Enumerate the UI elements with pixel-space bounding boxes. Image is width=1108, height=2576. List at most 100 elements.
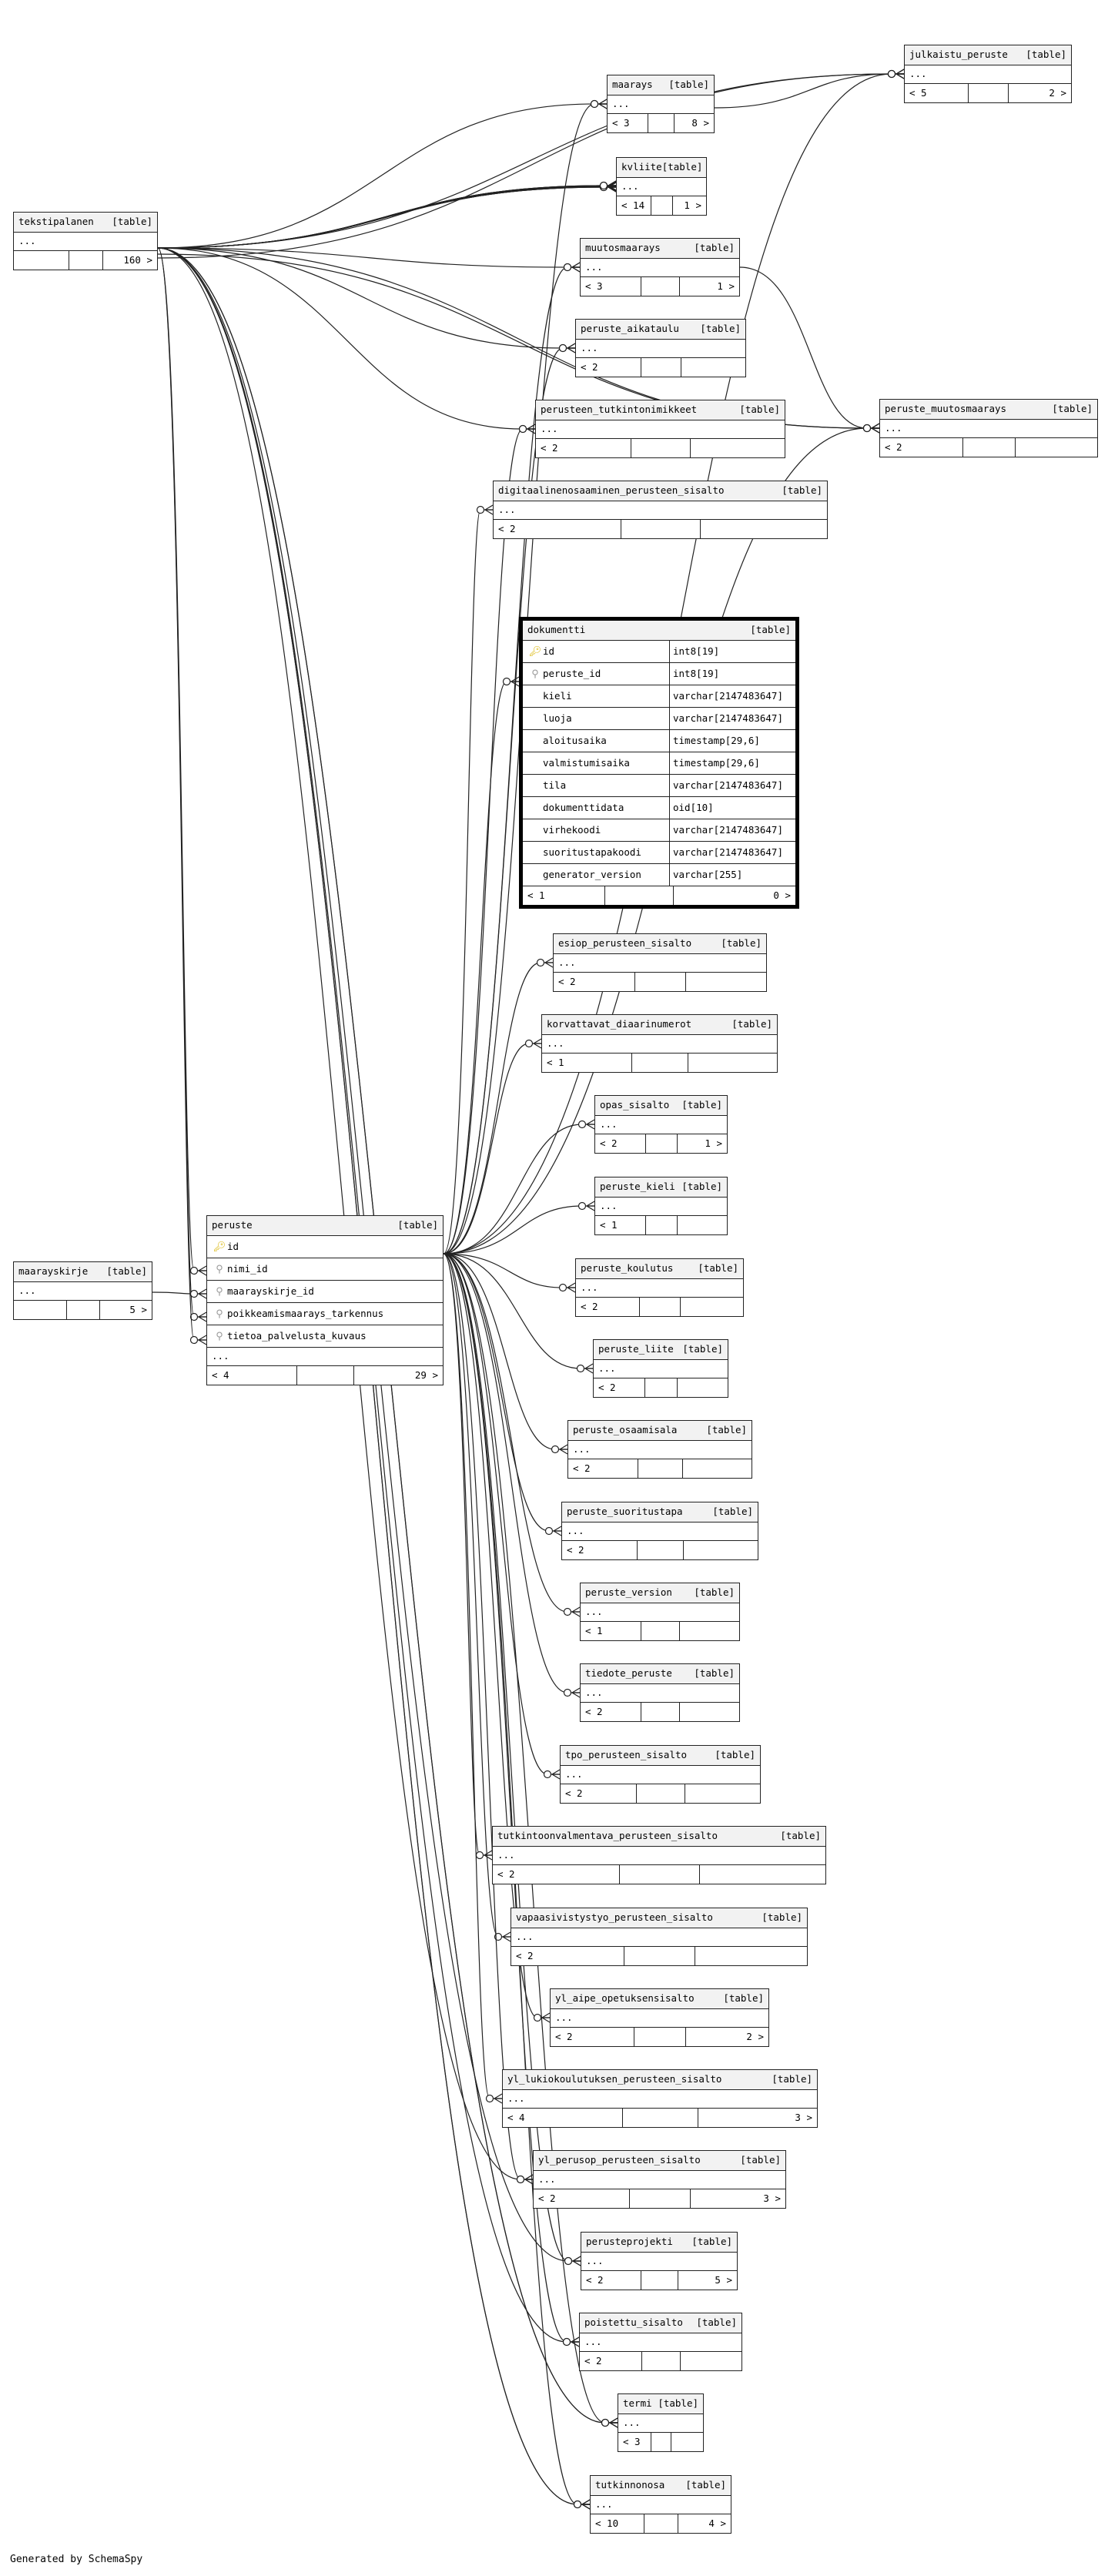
table-tiedote-peruste[interactable]: tiedote_peruste[table]...< 2 xyxy=(580,1663,740,1722)
child-count[interactable] xyxy=(700,520,827,538)
parent-count[interactable]: < 5 xyxy=(909,86,927,99)
table-tekstipalanen[interactable]: tekstipalanen[table]...160 > xyxy=(13,212,158,270)
parent-count[interactable]: < 2 xyxy=(558,975,576,987)
child-count[interactable] xyxy=(1014,438,1097,457)
relationship-edge xyxy=(443,1253,580,1693)
table-peruste-muutosmaarays[interactable]: peruste_muutosmaarays[table]...< 2 xyxy=(879,399,1098,457)
child-count[interactable] xyxy=(690,439,785,457)
child-count[interactable]: 4 > xyxy=(677,2514,731,2533)
table-termi[interactable]: termi[table]...< 3 xyxy=(618,2393,704,2452)
child-count[interactable] xyxy=(695,1947,807,1965)
child-count[interactable]: 2 > xyxy=(685,2028,768,2046)
table-vapaasivistystyo-perusteen-sisalto[interactable]: vapaasivistystyo_perusteen_sisalto[table… xyxy=(510,1908,808,1966)
parent-count[interactable]: < 4 xyxy=(212,1368,229,1381)
child-count[interactable]: 3 > xyxy=(697,2109,817,2127)
parent-count[interactable] xyxy=(14,1301,66,1319)
table-tpo-perusteen-sisalto[interactable]: tpo_perusteen_sisalto[table]...< 2 xyxy=(560,1745,761,1804)
table-perusteen-tutkintonimikkeet[interactable]: perusteen_tutkintonimikkeet[table]...< 2 xyxy=(535,400,785,458)
table-peruste-version[interactable]: peruste_version[table]...< 1 xyxy=(580,1583,740,1641)
table-peruste-suoritustapa[interactable]: peruste_suoritustapa[table]...< 2 xyxy=(561,1502,758,1560)
table-korvattavat-diaarinumerot[interactable]: korvattavat_diaarinumerot[table]...< 1 xyxy=(541,1014,778,1073)
parent-count[interactable]: < 1 xyxy=(527,889,545,901)
table-digitaalinenosaaminen-perusteen-sisalto[interactable]: digitaalinenosaaminen_perusteen_sisalto[… xyxy=(493,481,828,539)
child-count[interactable]: 160 > xyxy=(102,251,157,270)
parent-count[interactable]: < 1 xyxy=(547,1056,564,1068)
child-count[interactable] xyxy=(676,1378,728,1397)
parent-count[interactable]: < 2 xyxy=(497,1868,515,1880)
child-count[interactable]: 1 > xyxy=(671,196,706,215)
table-peruste-osaamisala[interactable]: peruste_osaamisala[table]...< 2 xyxy=(567,1420,752,1479)
parent-count[interactable]: < 2 xyxy=(555,2030,573,2042)
child-count[interactable]: 5 > xyxy=(678,2271,737,2290)
parent-count[interactable]: < 2 xyxy=(598,1381,616,1393)
parent-count[interactable]: < 10 xyxy=(595,2517,619,2529)
parent-count[interactable]: < 2 xyxy=(585,1705,603,1717)
table-tutkintoonvalmentava-perusteen-sisalto[interactable]: tutkintoonvalmentava_perusteen_sisalto[t… xyxy=(492,1826,826,1884)
table-peruste-kieli[interactable]: peruste_kieli[table]...< 1 xyxy=(594,1177,728,1235)
child-count[interactable] xyxy=(684,1784,760,1803)
table-peruste[interactable]: peruste[table] 🔑︎id ⚲nimi_id ⚲maarayskir… xyxy=(206,1215,444,1385)
child-count[interactable]: 2 > xyxy=(1007,84,1071,102)
parent-count[interactable]: < 2 xyxy=(516,1949,534,1961)
table-name: dokumentti xyxy=(527,624,586,636)
parent-count[interactable]: < 1 xyxy=(600,1218,618,1231)
table-esiop-perusteen-sisalto[interactable]: esiop_perusteen_sisalto[table]...< 2 xyxy=(553,933,767,992)
child-count[interactable] xyxy=(678,1622,739,1640)
parent-count[interactable]: < 2 xyxy=(885,440,902,453)
parent-count[interactable]: < 3 xyxy=(612,116,630,129)
parent-count[interactable] xyxy=(14,251,69,270)
parent-count[interactable]: < 2 xyxy=(573,1462,591,1474)
table-poistettu-sisalto[interactable]: poistettu_sisalto[table]...< 2 xyxy=(579,2313,742,2371)
parent-count[interactable]: < 2 xyxy=(541,441,558,454)
child-count[interactable]: 0 > xyxy=(672,886,795,905)
child-count[interactable] xyxy=(679,1298,743,1316)
child-count[interactable]: 5 > xyxy=(99,1301,152,1319)
child-count[interactable]: 1 > xyxy=(677,1134,727,1153)
parent-count[interactable]: < 2 xyxy=(581,1300,598,1312)
child-count[interactable] xyxy=(685,973,766,991)
child-count[interactable]: 8 > xyxy=(673,114,714,132)
child-count[interactable] xyxy=(681,1459,751,1478)
more-columns: ... xyxy=(581,259,739,277)
child-count[interactable]: 1 > xyxy=(678,277,739,296)
parent-count[interactable]: < 4 xyxy=(507,2111,525,2123)
table-yl-perusop-perusteen-sisalto[interactable]: yl_perusop_perusteen_sisalto[table]...< … xyxy=(533,2150,786,2209)
parent-count[interactable]: < 2 xyxy=(584,2354,602,2367)
table-yl-lukiokoulutuksen-perusteen-sisalto[interactable]: yl_lukiokoulutuksen_perusteen_sisalto[ta… xyxy=(502,2069,818,2128)
child-count[interactable] xyxy=(680,2352,741,2370)
child-count[interactable] xyxy=(688,1054,777,1072)
child-count[interactable] xyxy=(677,1216,727,1234)
table-maarayskirje[interactable]: maarayskirje[table]...5 > xyxy=(13,1261,152,1320)
child-count[interactable] xyxy=(683,1541,758,1559)
child-count[interactable] xyxy=(698,1865,825,1884)
child-count[interactable]: 3 > xyxy=(689,2189,785,2208)
table-peruste-koulutus[interactable]: peruste_koulutus[table]...< 2 xyxy=(575,1258,744,1317)
parent-count[interactable]: < 2 xyxy=(586,2273,604,2286)
child-count[interactable] xyxy=(678,1703,739,1721)
parent-count[interactable]: < 2 xyxy=(565,1787,583,1799)
parent-count[interactable]: < 14 xyxy=(621,199,645,211)
parent-count[interactable]: < 2 xyxy=(600,1137,618,1149)
parent-count[interactable]: < 2 xyxy=(498,522,516,534)
parent-count[interactable]: < 2 xyxy=(567,1543,584,1556)
parent-count[interactable]: < 2 xyxy=(538,2192,556,2204)
child-count[interactable]: 29 > xyxy=(353,1366,443,1385)
table-peruste-aikataulu[interactable]: peruste_aikataulu[table]...< 2 xyxy=(575,319,746,377)
table-peruste-liite[interactable]: peruste_liite[table]...< 2 xyxy=(593,1339,728,1398)
parent-count[interactable]: < 1 xyxy=(585,1624,603,1636)
child-count[interactable] xyxy=(671,2433,703,2451)
child-count[interactable] xyxy=(681,358,745,377)
parent-count[interactable]: < 3 xyxy=(623,2435,641,2447)
parent-count[interactable]: < 3 xyxy=(585,280,603,292)
table-tag: [table] xyxy=(698,1262,738,1275)
parent-count[interactable]: < 2 xyxy=(581,360,598,373)
